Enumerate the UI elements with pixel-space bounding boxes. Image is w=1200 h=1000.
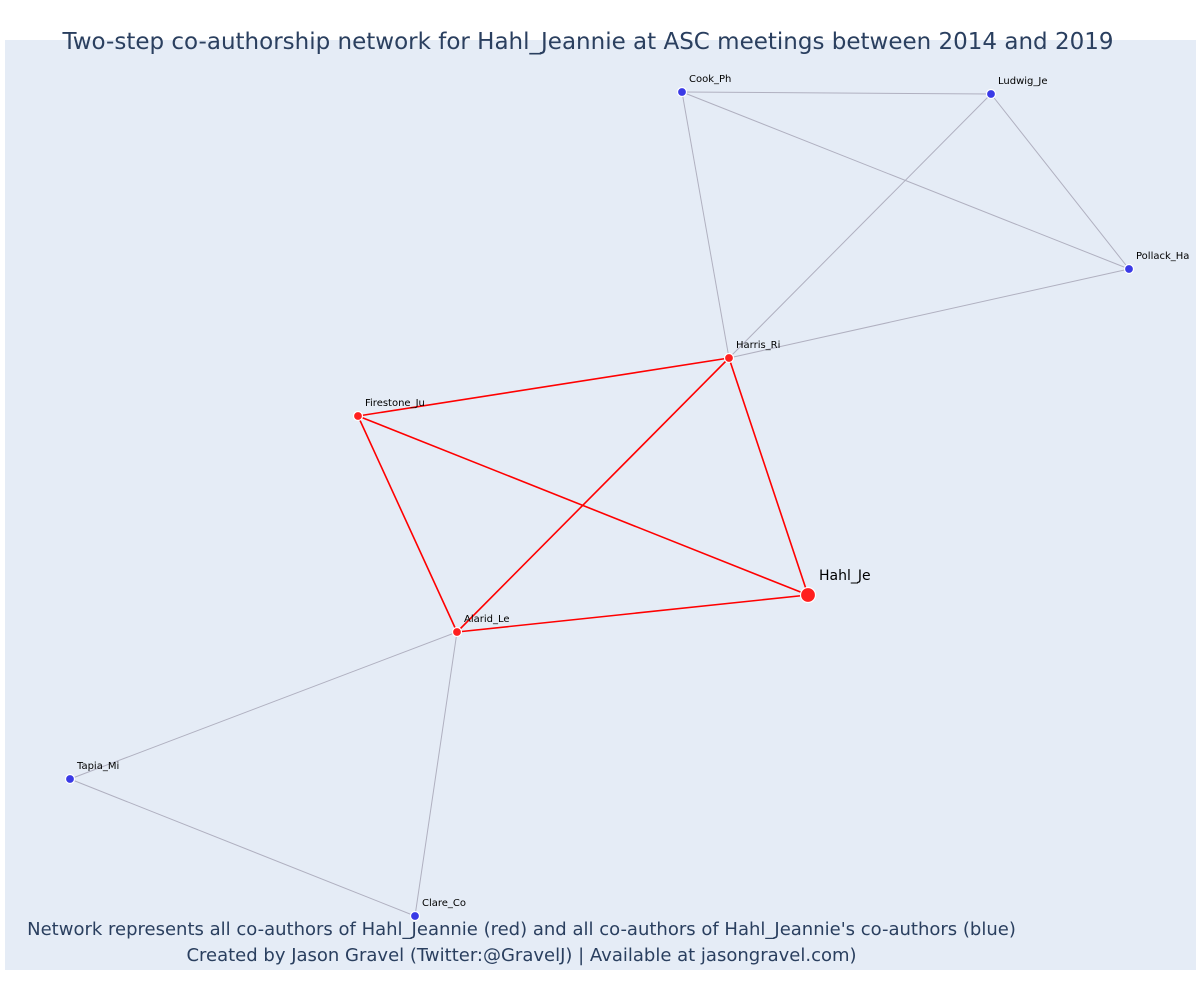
node-label-Ludwig_Je: Ludwig_Je	[998, 76, 1048, 87]
node-Harris_Ri[interactable]	[723, 352, 735, 364]
node-Cook_Ph[interactable]	[676, 86, 688, 98]
nodes-layer	[64, 86, 1135, 922]
edge-Alarid_Le-Clare_Co	[414, 631, 458, 917]
edge-Harris_Ri-Alarid_Le	[456, 357, 730, 633]
edge-Firestone_Ju-Alarid_Le	[357, 415, 458, 633]
edge-Pollack_Ha-Harris_Ri	[728, 268, 1130, 359]
node-label-Cook_Ph: Cook_Ph	[689, 74, 731, 85]
node-label-Tapia_Mi: Tapia_Mi	[76, 761, 119, 772]
caption-line-2: Created by Jason Gravel (Twitter:@Gravel…	[186, 945, 857, 966]
plot-area	[5, 40, 1196, 970]
edges-layer	[69, 91, 1130, 917]
node-label-Firestone_Ju: Firestone_Ju	[365, 398, 425, 409]
edge-Hahl_Je-Harris_Ri	[728, 357, 809, 596]
node-Alarid_Le[interactable]	[451, 626, 463, 638]
edge-Harris_Ri-Firestone_Ju	[357, 357, 730, 417]
chart-caption: Network represents all co-authors of Hah…	[0, 917, 1043, 969]
node-Tapia_Mi[interactable]	[64, 773, 76, 785]
caption-line-1: Network represents all co-authors of Hah…	[27, 919, 1016, 940]
node-Ludwig_Je[interactable]	[985, 88, 997, 100]
edge-Tapia_Mi-Clare_Co	[69, 778, 416, 917]
edge-Ludwig_Je-Harris_Ri	[728, 93, 992, 359]
node-label-Hahl_Je: Hahl_Je	[819, 568, 871, 584]
node-label-Clare_Co: Clare_Co	[422, 898, 466, 909]
edge-Cook_Ph-Harris_Ri	[681, 91, 730, 359]
node-label-Pollack_Ha: Pollack_Ha	[1136, 251, 1189, 262]
edge-Alarid_Le-Tapia_Mi	[69, 631, 458, 780]
chart-title: Two-step co-authorship network for Hahl_…	[62, 29, 1114, 55]
edge-Ludwig_Je-Pollack_Ha	[990, 93, 1130, 270]
node-label-Alarid_Le: Alarid_Le	[464, 614, 510, 625]
node-Firestone_Ju[interactable]	[352, 410, 364, 422]
edge-Cook_Ph-Ludwig_Je	[681, 91, 992, 95]
node-Pollack_Ha[interactable]	[1123, 263, 1135, 275]
edge-Hahl_Je-Alarid_Le	[456, 594, 809, 633]
node-Hahl_Je[interactable]	[799, 586, 817, 604]
node-label-Harris_Ri: Harris_Ri	[736, 340, 780, 351]
node-Clare_Co[interactable]	[409, 910, 421, 922]
